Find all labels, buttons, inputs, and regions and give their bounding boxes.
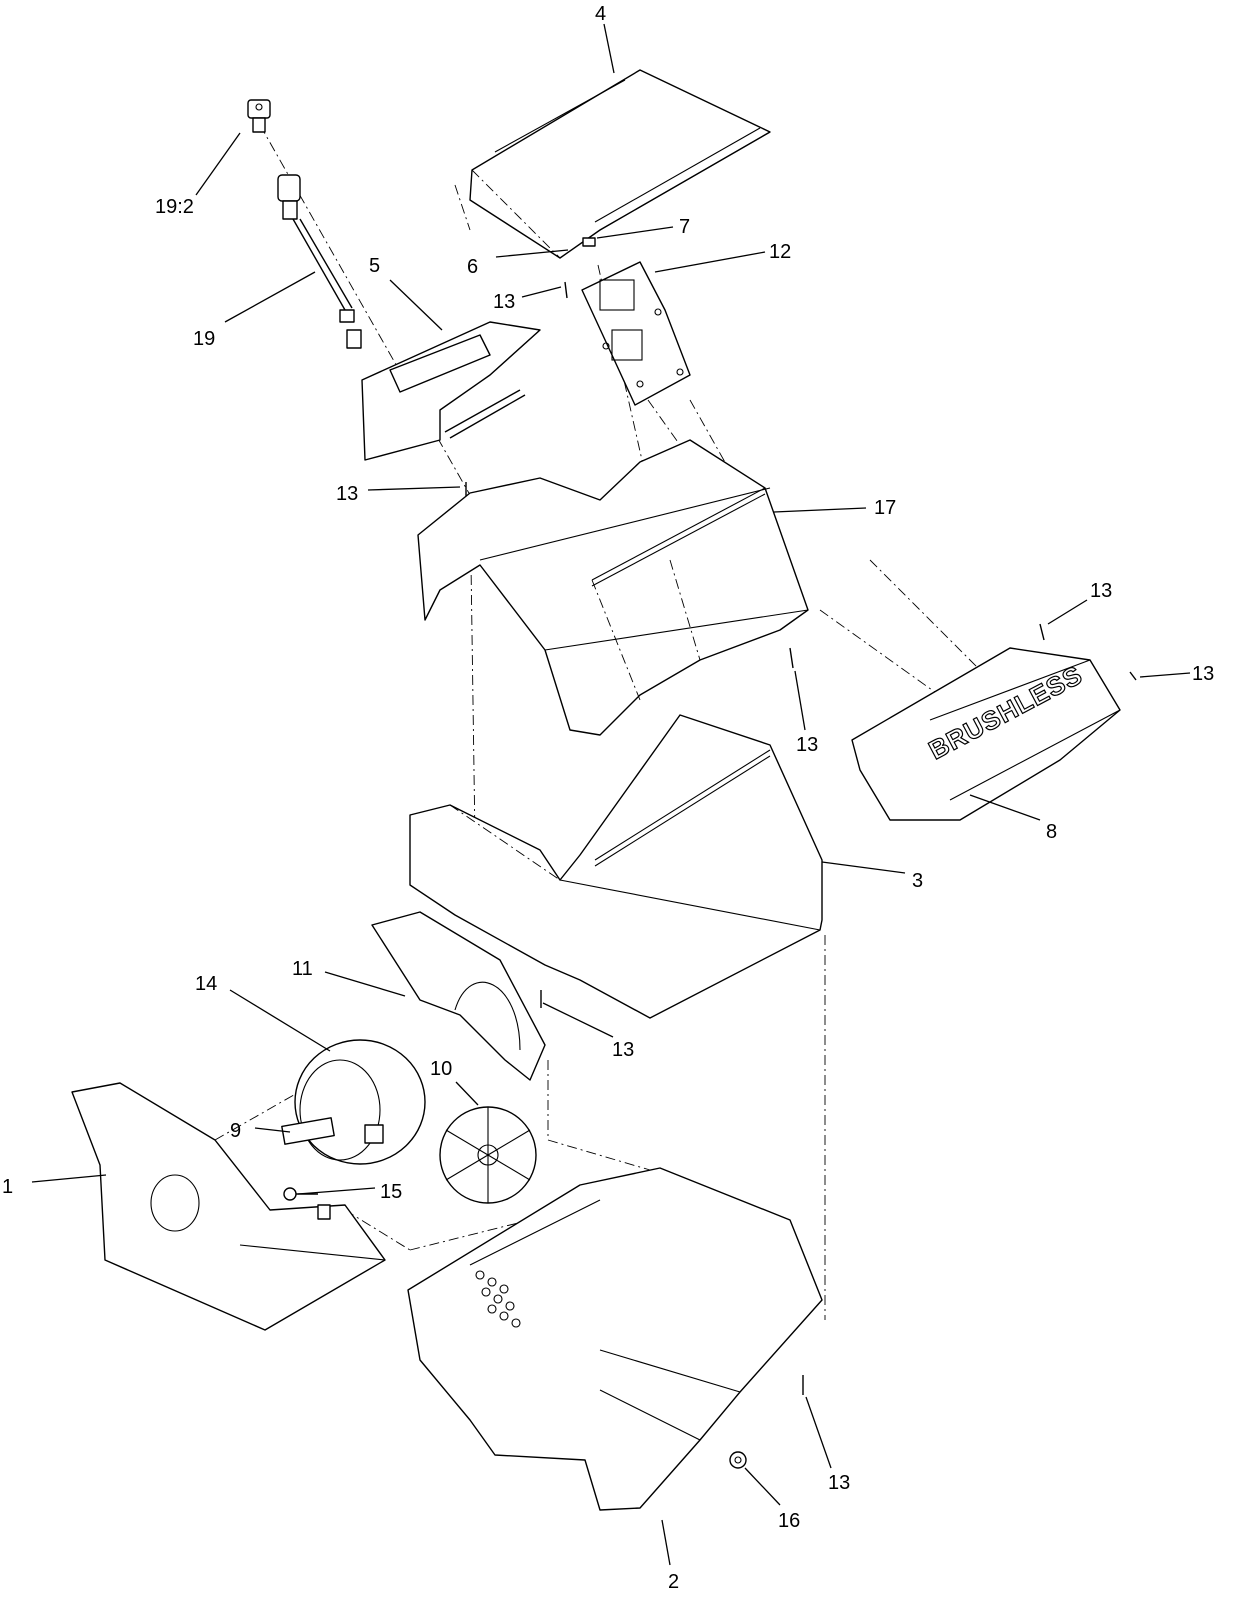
part-19-2-key	[247, 99, 271, 133]
callout-19: 19	[193, 328, 215, 350]
callout-16: 16	[778, 1510, 800, 1532]
part-19-wire-harness	[277, 174, 362, 349]
callout-17: 17	[874, 497, 896, 519]
callout-13-d: 13	[1192, 663, 1214, 685]
callout-15: 15	[380, 1181, 402, 1203]
callout-3: 3	[912, 870, 923, 892]
part-10-fan	[439, 1106, 537, 1204]
part-1-motor-mount	[71, 1082, 386, 1331]
part-5-switch-cover	[361, 321, 541, 461]
callout-10: 10	[430, 1058, 452, 1080]
part-3-middle-housing	[409, 714, 823, 1019]
part-2-base-housing	[407, 1167, 823, 1511]
callout-11: 11	[292, 958, 313, 980]
part-12-switch-bracket	[581, 261, 691, 406]
callout-5: 5	[369, 255, 380, 277]
callout-7: 7	[679, 216, 690, 238]
callout-13-c: 13	[1090, 580, 1112, 602]
callout-13-f: 13	[612, 1039, 634, 1061]
callout-13-a: 13	[493, 291, 515, 313]
part-17-upper-housing	[417, 439, 809, 736]
callout-1: 1	[2, 1176, 13, 1198]
callout-4: 4	[595, 3, 606, 25]
callout-2: 2	[668, 1571, 679, 1593]
callout-13-g: 13	[828, 1472, 850, 1494]
leader-lines	[31, 23, 1191, 1566]
part-8-motor-cover: BRUSHLESS	[851, 647, 1121, 821]
callout-14: 14	[195, 973, 217, 995]
callout-13-e: 13	[796, 734, 818, 756]
part-9-motor	[281, 1039, 426, 1165]
callout-19-2: 19:2	[155, 196, 194, 218]
vent-holes	[475, 1270, 521, 1328]
part-11-fan-shroud	[371, 911, 546, 1081]
part-4-top-lid	[469, 69, 771, 259]
callout-8: 8	[1046, 821, 1057, 843]
callout-labels: 4 19:2 7 6 12 5 13 19 13 17 13 13 13 8 3…	[2, 3, 1214, 1593]
part-16-nut	[729, 1451, 747, 1469]
callout-13-b: 13	[336, 483, 358, 505]
callout-9: 9	[230, 1120, 241, 1142]
callout-12: 12	[769, 241, 791, 263]
callout-6: 6	[467, 256, 478, 278]
